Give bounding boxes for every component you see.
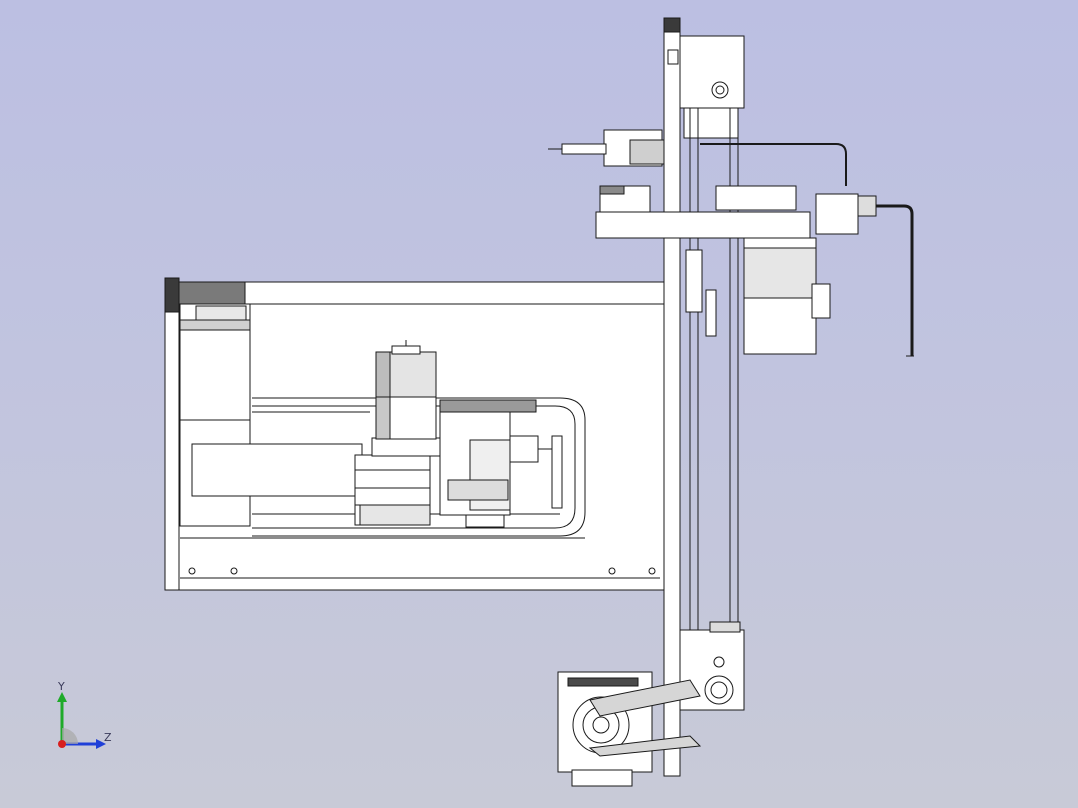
orientation-triad: Y Z [40, 680, 130, 770]
triad-axes [57, 692, 106, 749]
carriage-motor[interactable] [375, 340, 437, 440]
frame-bolt [230, 567, 238, 575]
vertical-column[interactable] [663, 17, 745, 777]
frame-bolt [608, 567, 616, 575]
x-axis-dot [58, 740, 66, 748]
frame-bolt [648, 567, 656, 575]
z-axis-module[interactable] [548, 129, 914, 357]
z-axis-label: Z [104, 731, 112, 744]
end-block[interactable] [179, 303, 363, 527]
y-axis-label: Y [58, 680, 65, 693]
drive-motor[interactable] [557, 671, 702, 787]
frame-bolt [188, 567, 196, 575]
carriage[interactable] [354, 399, 563, 528]
